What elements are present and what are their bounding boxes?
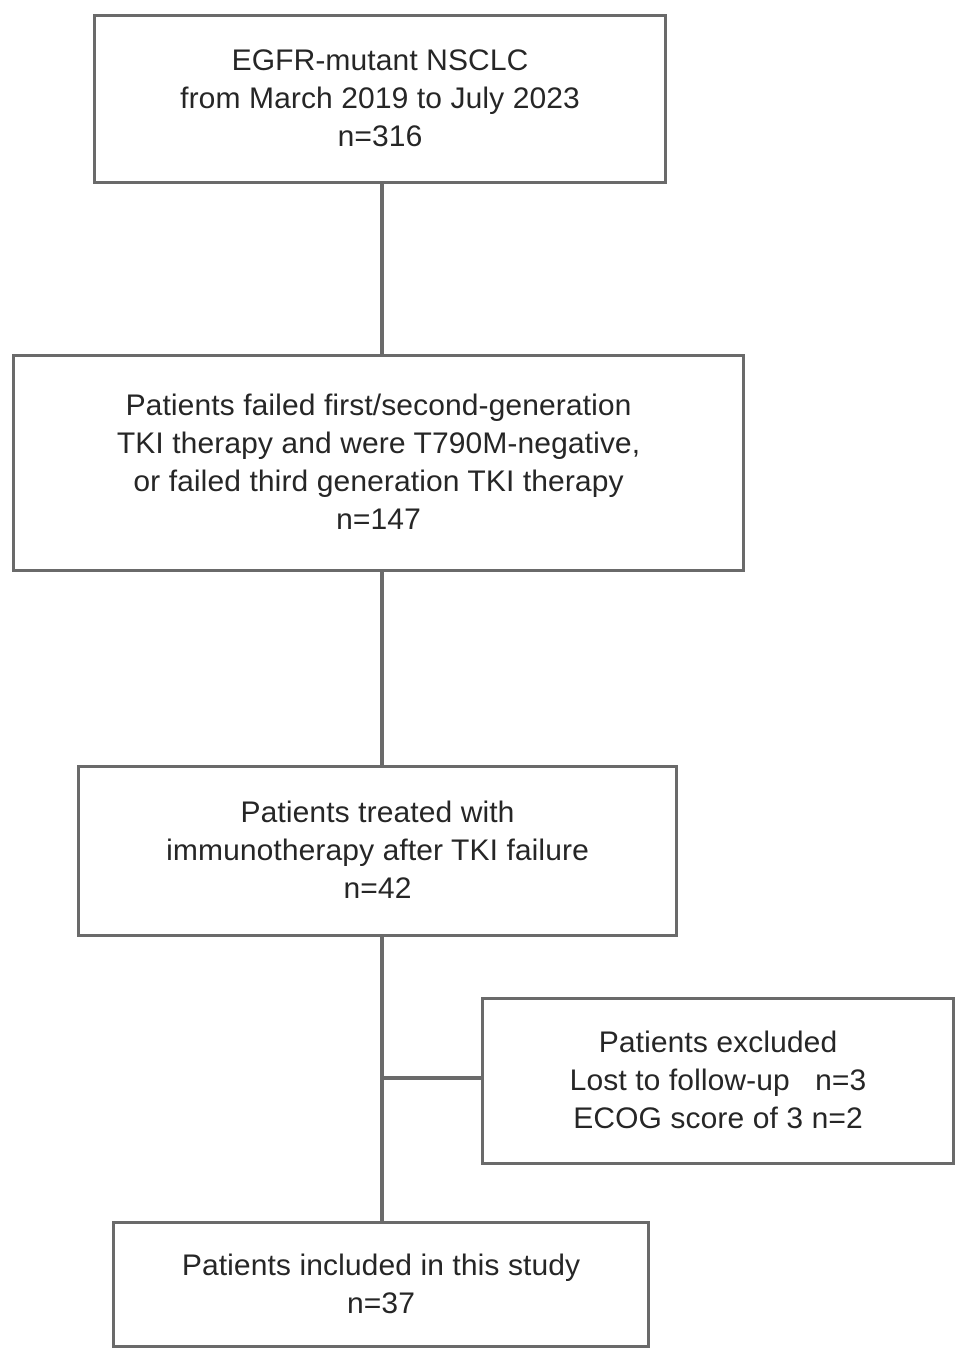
flow-node-count: n=147 [336, 503, 421, 536]
flow-node-line: TKI therapy and were T790M-negative, [116, 427, 641, 460]
flow-node-line: immunotherapy after TKI failure [166, 834, 589, 867]
flow-node-immunotherapy-treated: Patients treated with immunotherapy afte… [77, 765, 678, 937]
connector-tki-failure-to-immunotherapy [380, 572, 384, 767]
flow-node-line: EGFR-mutant NSCLC [231, 44, 529, 77]
flow-node-line: ECOG score of 3 n=2 [573, 1102, 863, 1135]
flow-node-tki-failure: Patients failed first/second-generation … [12, 354, 745, 572]
connector-immunotherapy-to-included [380, 937, 384, 1223]
flow-node-line: Patients excluded [598, 1026, 838, 1059]
flow-node-excluded: Patients excluded Lost to follow-up n=3 … [481, 997, 955, 1165]
flow-node-included: Patients included in this study n=37 [112, 1221, 650, 1348]
flow-node-line: Patients treated with [240, 796, 515, 829]
flow-node-line: Patients failed first/second-generation [125, 389, 632, 422]
flow-node-line: from March 2019 to July 2023 [180, 82, 580, 115]
flow-node-cohort-source: EGFR-mutant NSCLC from March 2019 to Jul… [93, 14, 667, 184]
connector-branch-to-excluded [380, 1076, 484, 1080]
flow-node-count: n=316 [337, 120, 423, 153]
flow-node-line: or failed third generation TKI therapy [133, 465, 624, 498]
flow-node-line: Lost to follow-up n=3 [569, 1064, 867, 1097]
flow-node-count: n=37 [347, 1286, 415, 1320]
flow-node-line: Patients included in this study [181, 1248, 581, 1282]
flow-node-count: n=42 [343, 872, 412, 905]
connector-cohort-to-tki-failure [380, 184, 384, 356]
